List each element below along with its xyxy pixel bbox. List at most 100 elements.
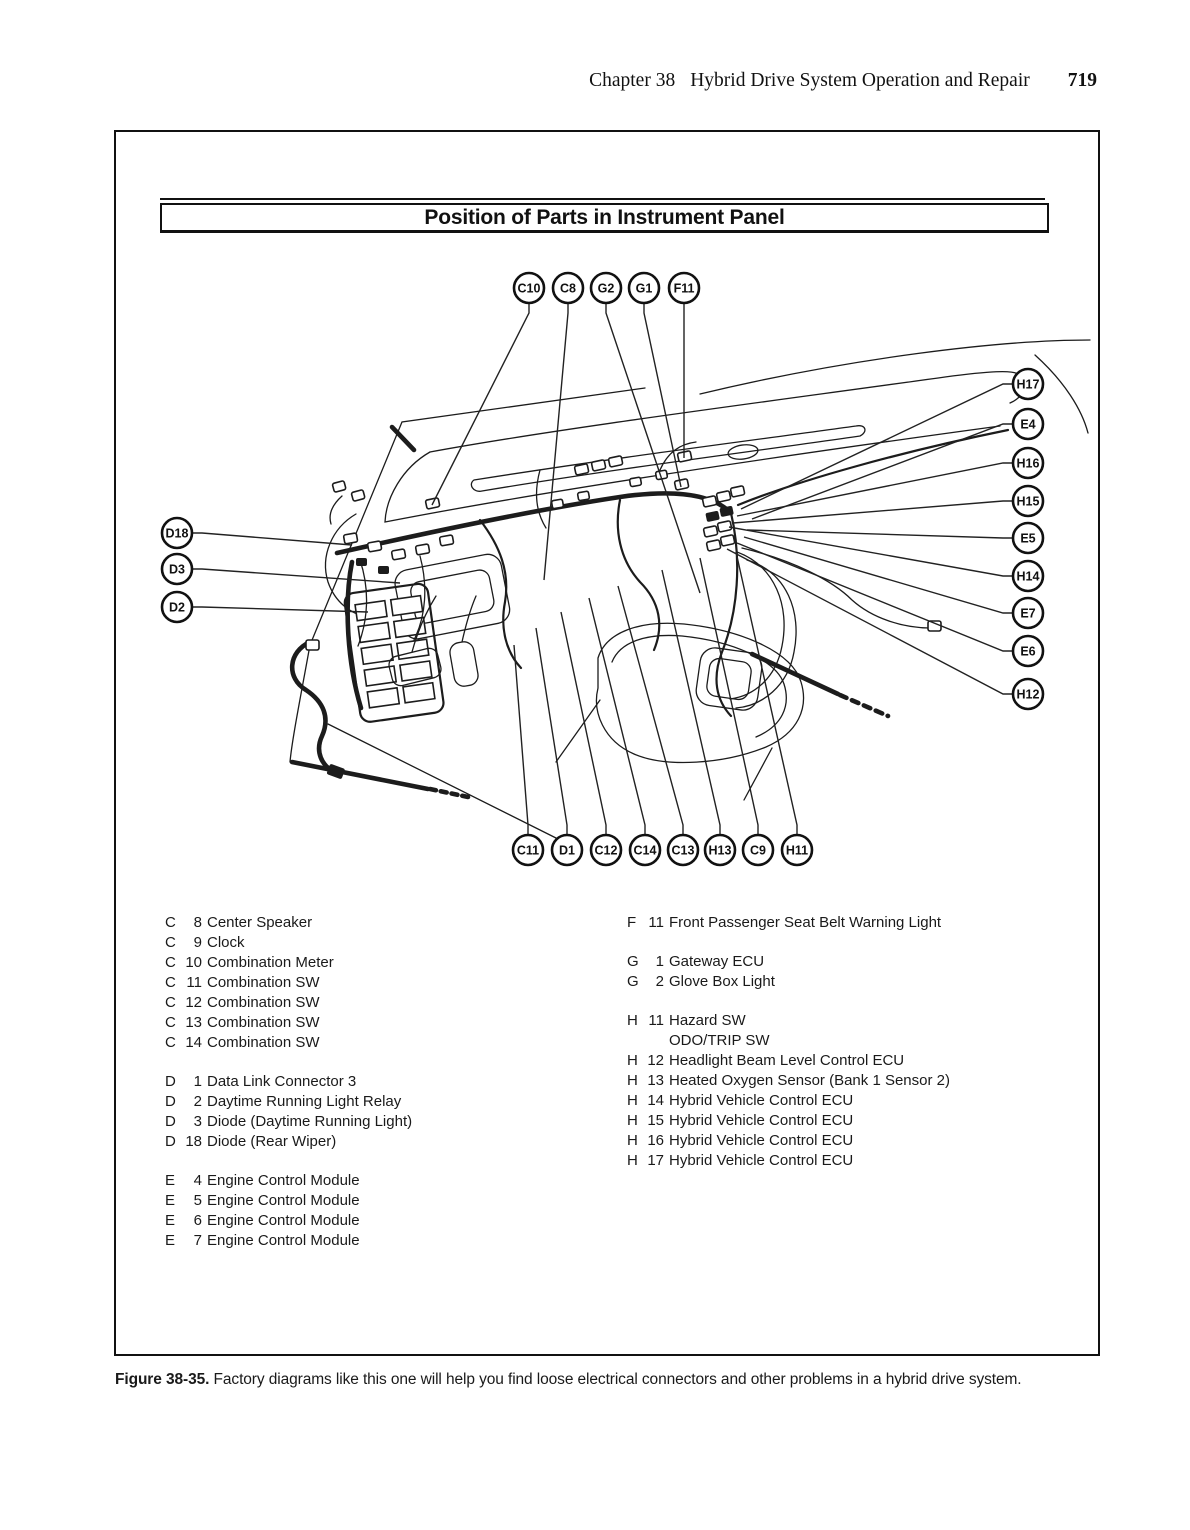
callout-leader-H17 — [740, 383, 1013, 510]
callout-C11: C11 — [511, 833, 545, 867]
callout-G1: G1 — [627, 271, 661, 305]
callout-C13: C13 — [666, 833, 700, 867]
svg-text:C12: C12 — [595, 844, 618, 858]
legend-entry-label: Combination SW — [207, 1014, 320, 1031]
legend-entry-label: Headlight Beam Level Control ECU — [669, 1052, 905, 1069]
legend-entry-label: Combination Meter — [207, 954, 334, 971]
legend-entry-label: Hazard SW — [669, 1012, 746, 1029]
legend-entry-label: Daytime Running Light Relay — [207, 1093, 402, 1110]
svg-text:H15: H15 — [1017, 495, 1040, 509]
callout-leader-C11 — [513, 644, 529, 835]
callout-leader-H14 — [728, 526, 1013, 577]
svg-text:H17: H17 — [1017, 378, 1040, 392]
figure-caption-text: Factory diagrams like this one will help… — [213, 1371, 1022, 1388]
legend-entry-label: Engine Control Module — [207, 1232, 360, 1249]
legend-entry-label: Front Passenger Seat Belt Warning Light — [669, 914, 942, 931]
legend-entry-label: Engine Control Module — [207, 1192, 360, 1209]
legend-entry-label: Glove Box Light — [669, 973, 775, 990]
callout-leader-E6 — [736, 542, 1013, 652]
callout-leader-D3 — [192, 568, 401, 584]
legend-entry-label: Gateway ECU — [669, 953, 765, 970]
callout-H11: H11 — [780, 833, 814, 867]
callout-leader-G2 — [605, 303, 701, 594]
svg-text:C14: C14 — [634, 844, 657, 858]
svg-text:H14: H14 — [1017, 570, 1040, 584]
callout-H16: H16 — [1011, 446, 1045, 480]
callout-C14: C14 — [628, 833, 662, 867]
figure-caption-label: Figure 38-35. — [115, 1371, 210, 1388]
legend-entry-label: Center Speaker — [207, 914, 313, 931]
callout-H15: H15 — [1011, 484, 1045, 518]
legend-entry-label: Heated Oxygen Sensor (Bank 1 Sensor 2) — [669, 1072, 950, 1089]
legend-entry-label: Clock — [207, 934, 245, 951]
svg-text:E7: E7 — [1020, 607, 1035, 621]
svg-text:E5: E5 — [1020, 532, 1035, 546]
page-number: 719 — [1067, 70, 1097, 91]
legend-entry-label: Hybrid Vehicle Control ECU — [669, 1152, 854, 1169]
callout-leader-D1 — [535, 627, 568, 835]
callout-E6: E6 — [1011, 634, 1045, 668]
callout-leader-G1 — [643, 303, 682, 488]
svg-text:C11: C11 — [517, 844, 539, 858]
callout-leader-C9 — [699, 557, 759, 835]
svg-text:D2: D2 — [169, 601, 185, 615]
legend-entry-label: Engine Control Module — [207, 1212, 360, 1229]
instrument-panel-diagram: C10C8G2G1F11D18D3D2H17E4H16H15E5H14E7E6H… — [160, 271, 1091, 867]
svg-text:D1: D1 — [559, 844, 575, 858]
legend-entry: ODO/TRIP SW — [627, 1031, 1065, 1051]
legend-entry-label: Hybrid Vehicle Control ECU — [669, 1112, 854, 1129]
figure-title-rule — [160, 198, 1045, 200]
svg-text:C8: C8 — [560, 282, 576, 296]
callout-H12: H12 — [1011, 677, 1045, 711]
callout-E5: E5 — [1011, 521, 1045, 555]
legend-entry-code — [627, 1031, 664, 1051]
figure-caption: Figure 38-35. Factory diagrams like this… — [115, 1369, 1097, 1391]
callout-leader-D18 — [192, 532, 353, 546]
callout-D18: D18 — [160, 516, 194, 550]
callout-leader-H11 — [735, 551, 798, 835]
svg-text:E4: E4 — [1020, 418, 1035, 432]
callout-leader-C14 — [588, 597, 646, 835]
callout-C9: C9 — [741, 833, 775, 867]
legend-entry-label: Engine Control Module — [207, 1172, 360, 1189]
svg-text:E6: E6 — [1020, 645, 1035, 659]
figure-title: Position of Parts in Instrument Panel — [160, 203, 1049, 233]
svg-text:C13: C13 — [672, 844, 695, 858]
